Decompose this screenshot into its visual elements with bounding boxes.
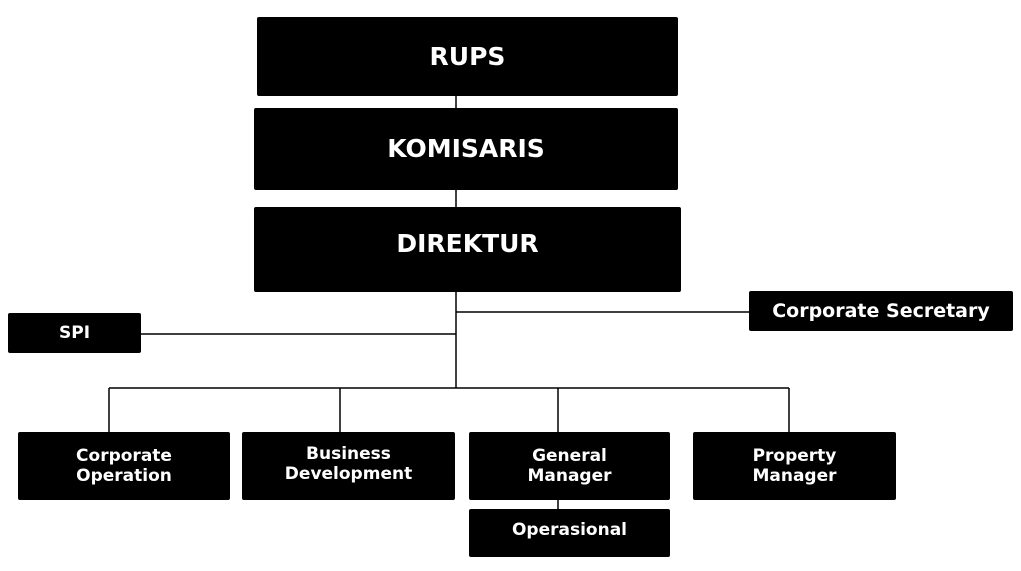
node-direktur-label: DIREKTUR <box>396 228 539 258</box>
node-property-manager: Property Manager <box>693 432 896 500</box>
node-direktur: DIREKTUR <box>254 207 681 292</box>
node-spi: SPI <box>8 313 141 353</box>
node-rups: RUPS <box>257 17 678 96</box>
node-spi-label: SPI <box>58 322 91 343</box>
node-operasional-label: Operasional <box>511 519 628 540</box>
node-general-manager-label: General Manager <box>527 445 612 486</box>
node-corporate-secretary: Corporate Secretary <box>749 291 1013 331</box>
node-rups-label: RUPS <box>429 41 506 71</box>
node-corporate-operation: Corporate Operation <box>18 432 230 500</box>
node-komisaris: KOMISARIS <box>254 108 678 190</box>
node-komisaris-label: KOMISARIS <box>387 134 545 163</box>
node-general-manager: General Manager <box>469 432 670 500</box>
node-business-development: Business Development <box>242 432 455 500</box>
node-corporate-operation-label: Corporate Operation <box>76 445 172 486</box>
node-property-manager-label: Property Manager <box>752 445 837 486</box>
node-corporate-secretary-label: Corporate Secretary <box>772 299 990 322</box>
node-operasional: Operasional <box>469 509 670 557</box>
node-business-development-label: Business Development <box>284 443 413 484</box>
